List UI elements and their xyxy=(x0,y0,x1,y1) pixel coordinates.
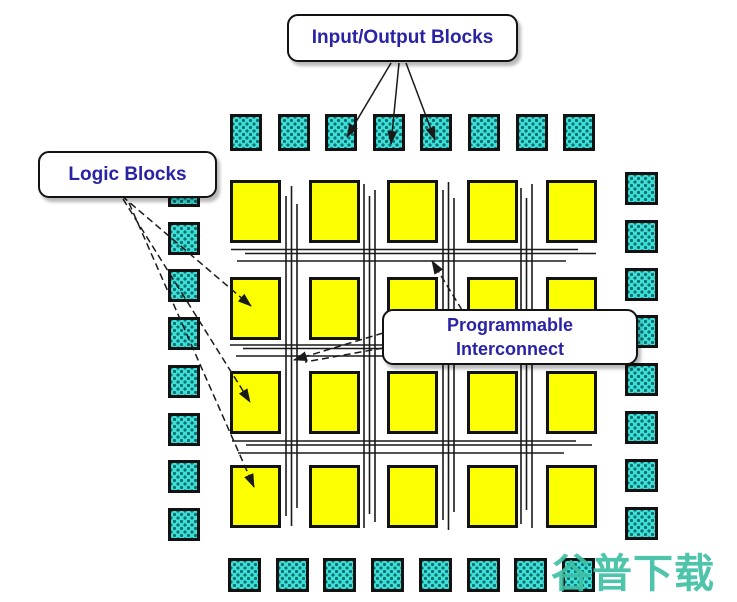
io-block xyxy=(168,269,200,302)
io-block xyxy=(625,507,658,540)
io-block xyxy=(371,558,404,592)
io-block xyxy=(516,114,548,151)
logic-block xyxy=(387,371,438,434)
io-block xyxy=(420,114,452,151)
logic-blocks-label: Logic Blocks xyxy=(68,163,187,185)
logic-block xyxy=(467,465,518,528)
io-block xyxy=(625,411,658,444)
logic-block xyxy=(309,465,360,528)
logic-block xyxy=(309,180,360,243)
programmable-interconnect-callout: Programmable Interconnect xyxy=(382,309,638,365)
logic-block xyxy=(546,465,597,528)
programmable-interconnect-label-line2: Interconnect xyxy=(455,339,565,359)
io-block xyxy=(325,114,357,151)
io-block xyxy=(323,558,356,592)
io-block xyxy=(625,172,658,205)
io-block xyxy=(514,558,547,592)
io-block xyxy=(625,459,658,492)
io-block xyxy=(625,220,658,253)
programmable-interconnect-label-line1: Programmable xyxy=(446,314,574,335)
io-block xyxy=(373,114,405,151)
logic-block xyxy=(387,180,438,243)
watermark-text: 谷普下载 xyxy=(551,552,715,596)
io-block xyxy=(625,268,658,301)
logic-block xyxy=(230,180,281,243)
logic-block xyxy=(309,277,360,340)
io-block xyxy=(230,114,262,151)
logic-block xyxy=(230,465,281,528)
io-block xyxy=(625,363,658,396)
io-block xyxy=(168,365,200,398)
logic-block xyxy=(230,371,281,434)
io-block xyxy=(228,558,261,592)
io-blocks-callout: Input/Output Blocks xyxy=(287,14,518,62)
logic-block xyxy=(387,465,438,528)
logic-blocks-callout: Logic Blocks xyxy=(38,151,217,198)
io-block xyxy=(168,413,200,446)
io-block xyxy=(168,222,200,255)
logic-block xyxy=(230,277,281,340)
io-blocks-label: Input/Output Blocks xyxy=(311,27,494,49)
io-block xyxy=(468,114,500,151)
io-block xyxy=(276,558,309,592)
logic-block xyxy=(546,180,597,243)
io-block xyxy=(419,558,452,592)
io-block xyxy=(168,317,200,350)
io-block xyxy=(168,460,200,493)
io-block xyxy=(562,558,595,592)
io-block xyxy=(467,558,500,592)
logic-block xyxy=(467,371,518,434)
io-block xyxy=(278,114,310,151)
logic-block xyxy=(309,371,360,434)
logic-block xyxy=(467,180,518,243)
logic-block xyxy=(546,371,597,434)
io-block xyxy=(563,114,595,151)
io-block xyxy=(168,508,200,541)
